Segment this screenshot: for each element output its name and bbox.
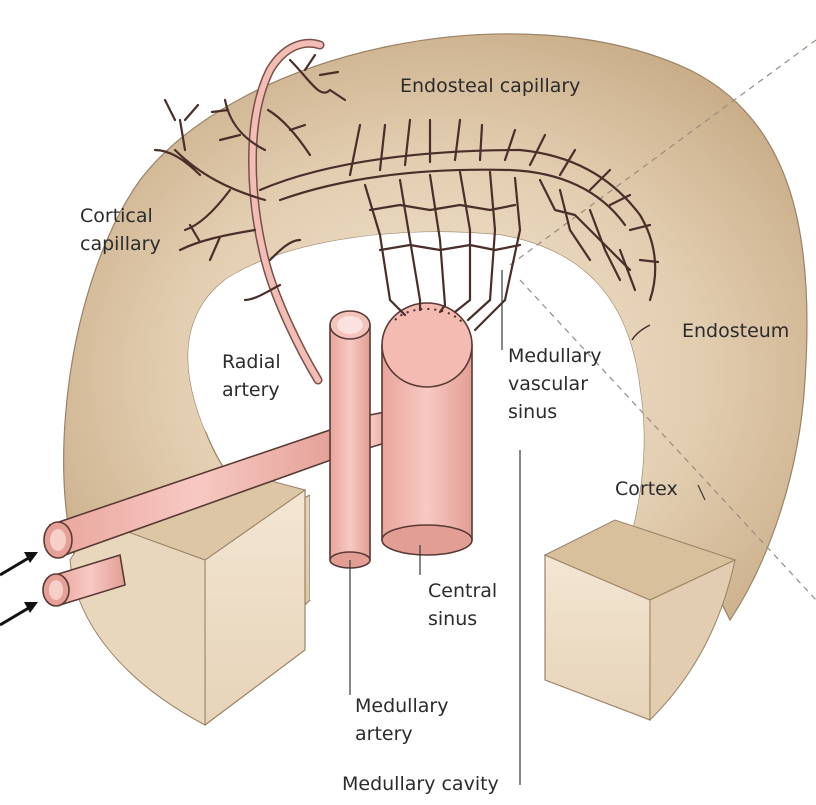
label-endosteum: Endosteum <box>682 320 789 342</box>
label-medullary-artery-line1: Medullary <box>355 695 448 717</box>
medullary-artery-vessel <box>330 311 370 568</box>
label-cortical-capillary-line1: Cortical <box>80 205 153 227</box>
flow-arrows <box>0 552 38 625</box>
label-endosteal-capillary: Endosteal capillary <box>400 75 580 97</box>
label-medullary-artery-line2: artery <box>355 723 413 745</box>
label-central-sinus-line2: sinus <box>428 608 477 630</box>
label-central-sinus-line1: Central <box>428 580 497 602</box>
label-medullary-cavity: Medullary cavity <box>342 773 499 795</box>
label-cortical-capillary-line2: capillary <box>80 233 161 255</box>
label-medullary-vascular-sinus-line3: sinus <box>508 401 557 423</box>
central-sinus-vessel <box>382 303 472 555</box>
label-medullary-vascular-sinus-line1: Medullary <box>508 345 601 367</box>
label-medullary-vascular-sinus-line2: vascular <box>508 373 588 395</box>
label-radial-artery-line1: Radial <box>222 351 281 373</box>
label-radial-artery-line2: artery <box>222 379 280 401</box>
label-cortex: Cortex <box>615 478 678 500</box>
